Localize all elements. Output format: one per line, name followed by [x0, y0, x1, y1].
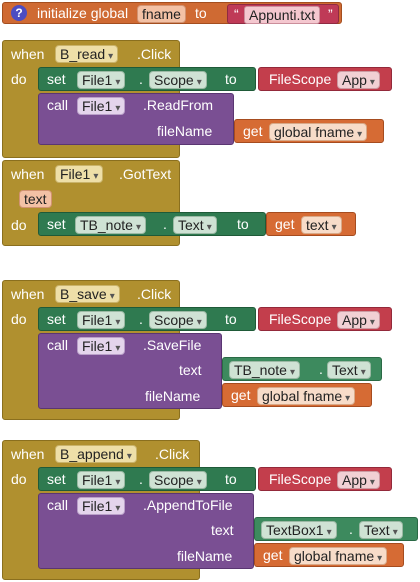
set-label: set: [47, 471, 66, 487]
set-property-dropdown[interactable]: Text▾: [173, 216, 217, 234]
text-string-value[interactable]: Appunti.txt: [244, 6, 321, 24]
get-variable-dropdown[interactable]: text▾: [301, 216, 342, 234]
event-name-label: .Click: [137, 286, 172, 302]
to-label: to: [237, 216, 249, 232]
get-variable-dropdown[interactable]: global fname▾: [257, 387, 356, 405]
filescope-label: FileScope: [269, 71, 332, 87]
component-property-block[interactable]: TB_note▾ . Text▾: [222, 357, 382, 381]
component-dropdown[interactable]: B_read▾: [55, 45, 119, 63]
dot-label: .: [319, 361, 323, 377]
get-variable-block[interactable]: get text▾: [266, 212, 356, 236]
when-label: when: [11, 46, 45, 62]
global-var-name-field[interactable]: fname: [137, 5, 186, 23]
component-dropdown[interactable]: B_append▾: [55, 445, 137, 463]
filescope-block[interactable]: FileScope App▾: [258, 307, 392, 331]
when-label: when: [11, 446, 45, 462]
filename-arg-label: fileName: [177, 548, 233, 564]
filescope-dropdown[interactable]: App▾: [337, 311, 380, 329]
call-component-dropdown[interactable]: File1▾: [77, 97, 126, 115]
do-label: do: [11, 71, 27, 87]
set-property-dropdown[interactable]: Scope▾: [149, 71, 207, 89]
to-label: to: [225, 311, 237, 327]
method-name-label: .ReadFrom: [143, 97, 214, 113]
to-label: to: [225, 71, 237, 87]
set-label: set: [47, 216, 66, 232]
component-dropdown[interactable]: TextBox1▾: [261, 521, 337, 539]
text-string-block[interactable]: “ Appunti.txt ”: [227, 4, 339, 24]
call-component-dropdown[interactable]: File1▾: [77, 337, 126, 355]
do-label: do: [11, 471, 27, 487]
get-label: get: [263, 547, 283, 563]
call-component-dropdown[interactable]: File1▾: [77, 497, 126, 515]
do-label: do: [11, 217, 27, 233]
call-method-block[interactable]: call File1▾ .ReadFrom fileName: [38, 93, 234, 145]
do-label: do: [11, 311, 27, 327]
component-property-block[interactable]: TextBox1▾ . Text▾: [254, 517, 418, 541]
to-label: to: [225, 471, 237, 487]
set-property-block[interactable]: set TB_note▾ . Text▾ to: [38, 212, 266, 236]
filescope-dropdown[interactable]: App▾: [337, 471, 380, 489]
help-icon[interactable]: ?: [11, 5, 27, 21]
set-property-block[interactable]: set File1▾ . Scope▾ to: [38, 467, 256, 491]
set-component-dropdown[interactable]: File1▾: [77, 71, 126, 89]
call-label: call: [47, 97, 69, 113]
set-property-dropdown[interactable]: Scope▾: [149, 311, 207, 329]
dot-label: .: [139, 71, 143, 87]
method-name-label: .SaveFile: [143, 337, 202, 353]
filescope-block[interactable]: FileScope App▾: [258, 467, 392, 491]
quote-close: ”: [328, 6, 333, 22]
event-name-label: .Click: [137, 46, 172, 62]
filescope-dropdown[interactable]: App▾: [337, 71, 380, 89]
get-variable-block[interactable]: get global fname▾: [254, 543, 404, 567]
component-dropdown[interactable]: TB_note▾: [229, 361, 300, 379]
call-label: call: [47, 337, 69, 353]
event-name-label: .GotText: [119, 166, 172, 182]
set-label: set: [47, 71, 66, 87]
filescope-label: FileScope: [269, 311, 332, 327]
filescope-block[interactable]: FileScope App▾: [258, 67, 392, 91]
filename-arg-label: fileName: [145, 388, 201, 404]
get-variable-dropdown[interactable]: global fname▾: [269, 123, 368, 141]
dot-label: .: [139, 471, 143, 487]
set-component-dropdown[interactable]: File1▾: [77, 311, 126, 329]
component-dropdown[interactable]: File1▾: [55, 165, 104, 183]
method-name-label: .AppendToFile: [143, 497, 233, 513]
set-property-dropdown[interactable]: Scope▾: [149, 471, 207, 489]
set-label: set: [47, 311, 66, 327]
dot-label: .: [139, 311, 143, 327]
filescope-label: FileScope: [269, 471, 332, 487]
get-label: get: [243, 123, 263, 139]
text-arg-label: text: [211, 522, 234, 538]
event-parameter[interactable]: text: [19, 190, 52, 208]
get-label: get: [275, 216, 295, 232]
get-variable-block[interactable]: get global fname▾: [222, 383, 372, 407]
get-label: get: [231, 387, 251, 403]
dot-label: .: [349, 521, 353, 537]
set-property-block[interactable]: set File1▾ . Scope▾ to: [38, 307, 256, 331]
set-property-block[interactable]: set File1▾ . Scope▾ to: [38, 67, 256, 91]
filename-arg-label: fileName: [157, 123, 213, 139]
call-method-block[interactable]: call File1▾ .SaveFile text fileName: [38, 333, 222, 409]
call-method-block[interactable]: call File1▾ .AppendToFile text fileName: [38, 493, 254, 569]
event-name-label: .Click: [155, 446, 190, 462]
dot-label: .: [163, 216, 167, 232]
component-dropdown[interactable]: B_save▾: [55, 285, 120, 303]
call-label: call: [47, 497, 69, 513]
set-component-dropdown[interactable]: File1▾: [77, 471, 126, 489]
when-label: when: [11, 166, 45, 182]
when-label: when: [11, 286, 45, 302]
property-dropdown[interactable]: Text▾: [327, 361, 371, 379]
text-arg-label: text: [179, 362, 202, 378]
quote-open: “: [234, 6, 239, 22]
property-dropdown[interactable]: Text▾: [359, 521, 403, 539]
get-variable-block[interactable]: get global fname▾: [234, 119, 384, 143]
init-global-label: initialize global: [37, 5, 129, 21]
get-variable-dropdown[interactable]: global fname▾: [289, 547, 388, 565]
global-variable-block[interactable]: ? initialize global fname to “ Appunti.t…: [2, 2, 342, 24]
init-to-label: to: [195, 5, 207, 21]
set-component-dropdown[interactable]: TB_note▾: [75, 216, 146, 234]
